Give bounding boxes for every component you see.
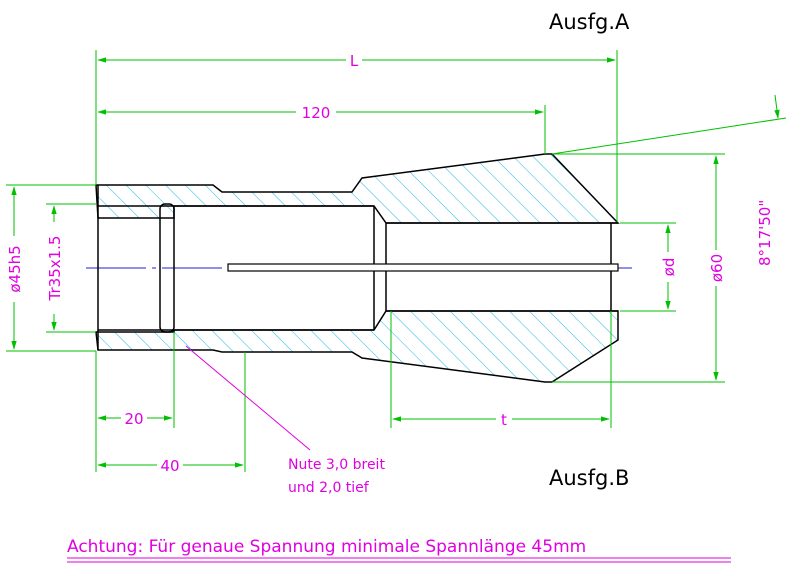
- slot: [227, 263, 619, 272]
- groove: [159, 203, 175, 333]
- dim-label-taper-angle: 8°17'50": [756, 200, 774, 266]
- dim-label-20: 20: [124, 410, 143, 428]
- dim-label-outer-diameter-60: ø60: [708, 254, 726, 282]
- footer-warning: Achtung: Für genaue Spannung minimale Sp…: [67, 537, 586, 557]
- dim-label-outer-diameter-45: ø45h5: [6, 245, 24, 292]
- dim-label-thread: Tr35x1.5: [46, 236, 64, 302]
- title-variant-a: Ausfg.A: [549, 10, 630, 34]
- dim-label-40: 40: [160, 457, 179, 475]
- groove-note-line-1: Nute 3,0 breit: [288, 457, 385, 473]
- groove-note-line-2: und 2,0 tief: [288, 480, 370, 496]
- dim-label-bore-diameter: ød: [660, 258, 678, 277]
- taper-ext-line: [551, 117, 787, 155]
- dim-label-120: 120: [302, 104, 331, 122]
- note-leader: [185, 345, 311, 451]
- dim-label-bore-depth: t: [501, 411, 507, 429]
- title-variant-b: Ausfg.B: [549, 466, 629, 490]
- taper-arrow: [774, 94, 780, 119]
- dim-label-L: L: [350, 52, 359, 70]
